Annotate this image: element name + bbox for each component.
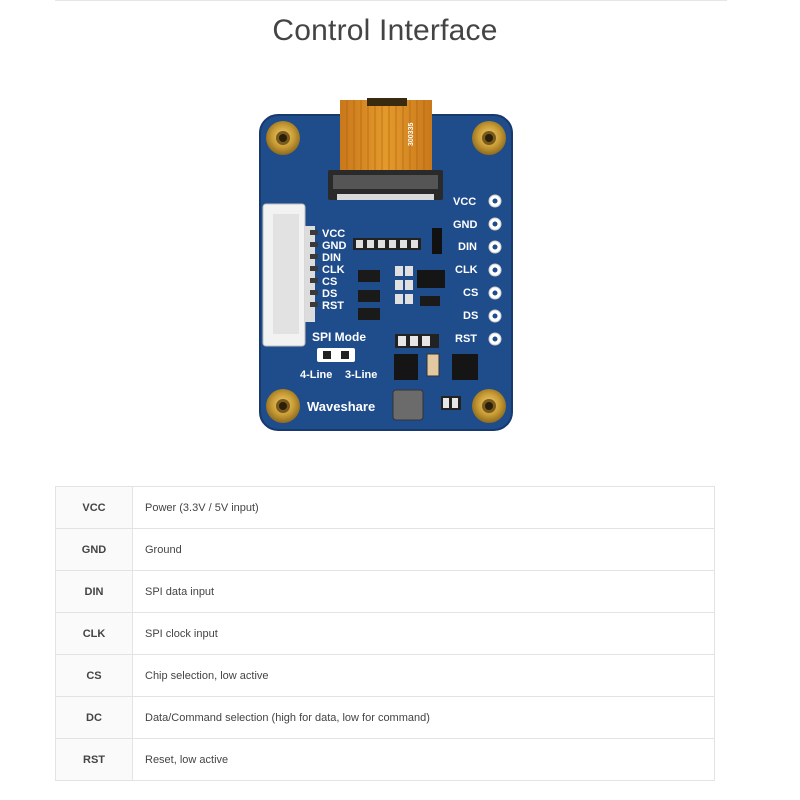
right-label-vcc: VCC [453, 196, 476, 208]
right-label-din: DIN [458, 241, 477, 253]
left-label-rst: RST [322, 300, 344, 312]
pin-description-cell: Chip selection, low active [132, 654, 715, 697]
pin-name-cell: RST [55, 738, 133, 781]
right-label-cs: CS [463, 287, 478, 299]
spi-mode-label: SPI Mode [312, 330, 366, 344]
pin-description-cell: Power (3.3V / 5V input) [132, 486, 715, 529]
left-label-cs: CS [322, 276, 337, 288]
pin-name-cell: VCC [55, 486, 133, 529]
pin-description-cell: Ground [132, 528, 715, 571]
mount-hole-top-left [266, 121, 300, 155]
pin-description-cell: Data/Command selection (high for data, l… [132, 696, 715, 739]
table-row: CLK SPI clock input [55, 612, 715, 655]
side-connector [262, 203, 315, 347]
fpc-marking: 300335 [408, 123, 415, 146]
pin-description-cell: SPI data input [132, 570, 715, 613]
spi-mode-jumper [317, 348, 355, 362]
mount-hole-bottom-left [266, 389, 300, 423]
table-row: GND Ground [55, 528, 715, 571]
mode-4line-label: 4-Line [300, 369, 332, 381]
right-label-clk: CLK [455, 264, 478, 276]
left-label-clk: CLK [322, 264, 345, 276]
right-label-gnd: GND [453, 219, 478, 231]
pin-name-cell: CS [55, 654, 133, 697]
table-row: VCC Power (3.3V / 5V input) [55, 486, 715, 529]
brand-label: Waveshare [307, 399, 375, 414]
top-divider [55, 0, 727, 1]
left-label-vcc: VCC [322, 228, 345, 240]
table-row: DC Data/Command selection (high for data… [55, 696, 715, 739]
mount-hole-top-right [472, 121, 506, 155]
mount-hole-bottom-right [472, 389, 506, 423]
left-label-gnd: GND [322, 240, 347, 252]
pin-name-cell: GND [55, 528, 133, 571]
right-label-rst: RST [455, 333, 477, 345]
smd-components [353, 228, 478, 421]
pin-name-cell: DC [55, 696, 133, 739]
right-label-ds: DS [463, 310, 478, 322]
mode-3line-label: 3-Line [345, 369, 377, 381]
pin-description-cell: Reset, low active [132, 738, 715, 781]
pin-name-cell: CLK [55, 612, 133, 655]
pin-name-cell: DIN [55, 570, 133, 613]
left-label-ds: DS [322, 288, 337, 300]
page-title: Control Interface [272, 14, 498, 47]
board-image: 300335 VCC GND DIN CLK CS [255, 98, 520, 438]
table-row: RST Reset, low active [55, 738, 715, 781]
pin-table: VCC Power (3.3V / 5V input) GND Ground D… [55, 486, 715, 781]
table-row: DIN SPI data input [55, 570, 715, 613]
pin-description-cell: SPI clock input [132, 612, 715, 655]
table-row: CS Chip selection, low active [55, 654, 715, 697]
left-label-din: DIN [322, 252, 341, 264]
